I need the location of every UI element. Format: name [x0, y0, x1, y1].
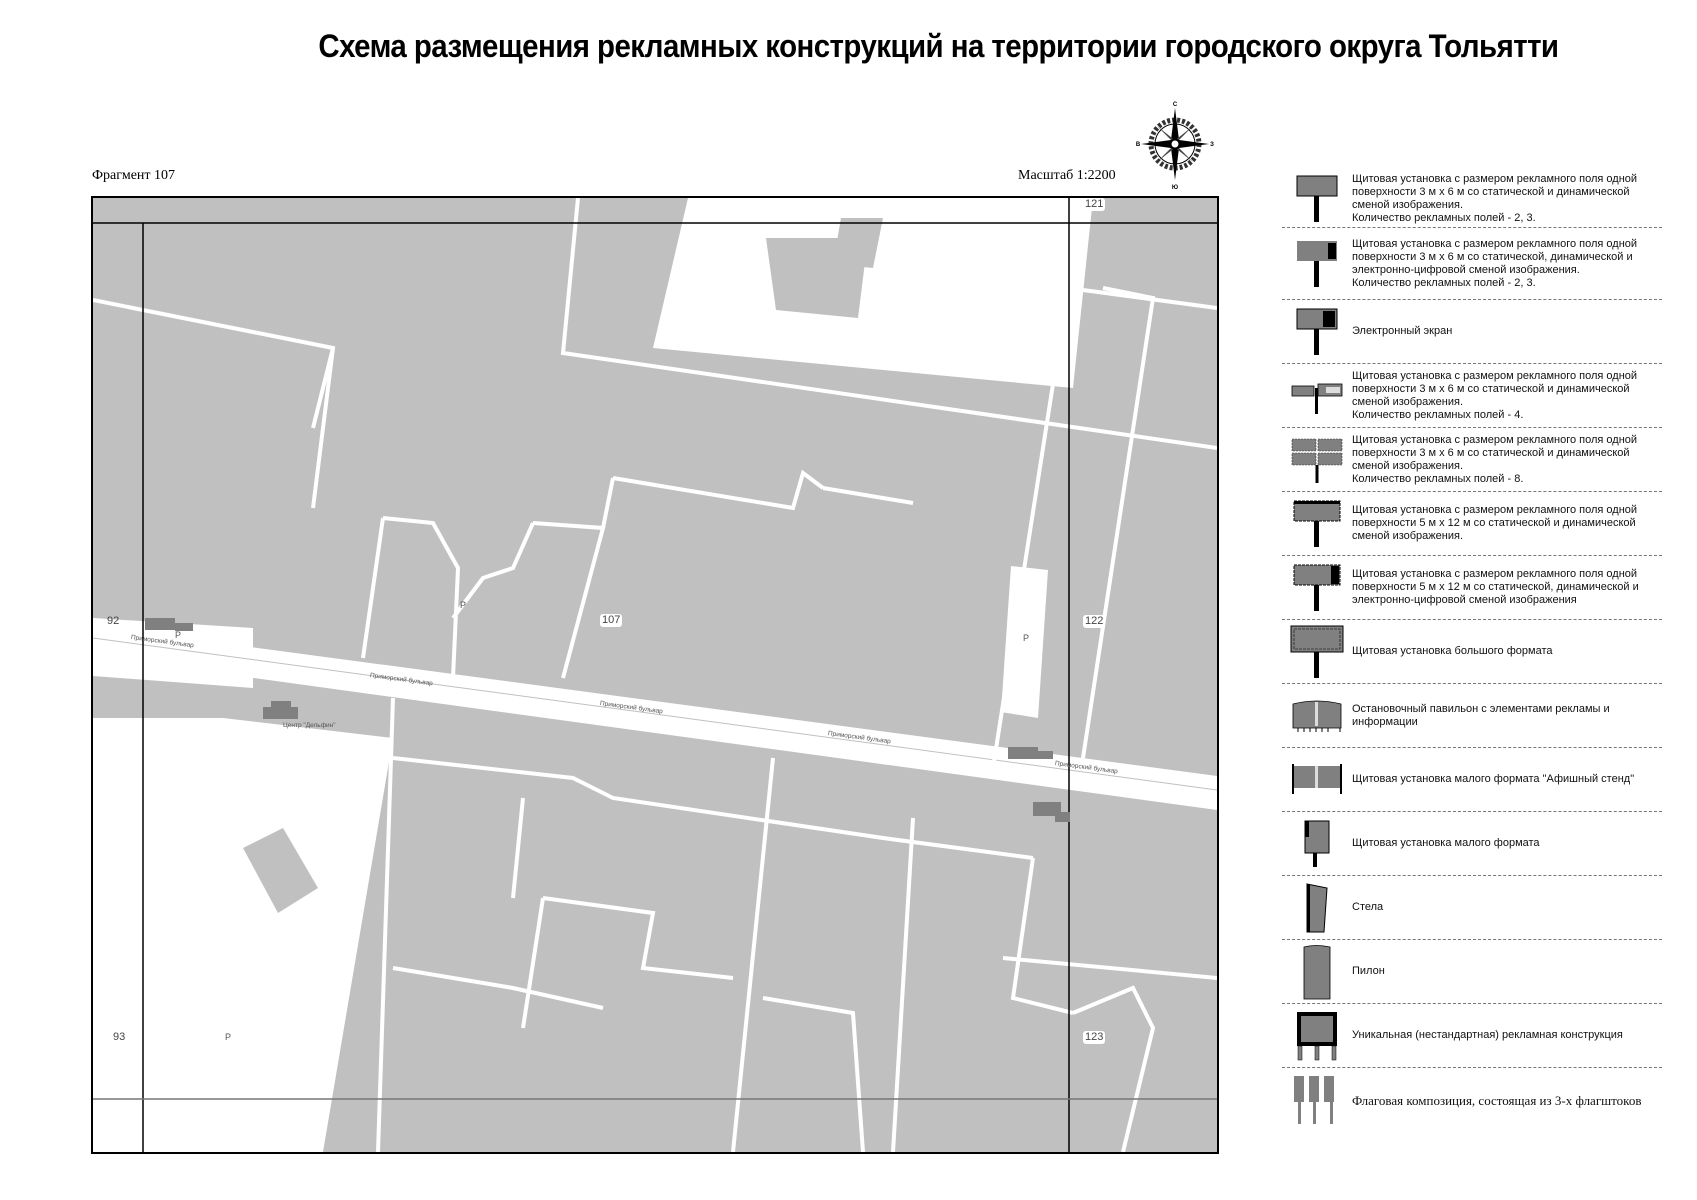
svg-text:Ю: Ю [1172, 185, 1178, 190]
legend-text: Щитовая установка с размером рекламного … [1352, 172, 1638, 224]
legend-item: Щитовая установка малого формата "Афишны… [1282, 748, 1662, 812]
legend-item: Остановочный павильон с элементами рекла… [1282, 684, 1662, 748]
stele-icon [1282, 882, 1352, 934]
pylon-icon [1282, 943, 1352, 1001]
legend-text: Пилон [1352, 965, 1385, 977]
parking-marker: P [225, 1032, 232, 1042]
secondary-roads [93, 198, 1217, 1152]
diamond-building [243, 828, 318, 913]
billboard-5x12-digital-icon [1282, 563, 1352, 613]
billboard-5x12-static-dynamic-icon [1282, 499, 1352, 549]
grid-cell-123[interactable]: 123 [1083, 1031, 1106, 1044]
page-title: Схема размещения рекламных конструкций н… [318, 28, 1559, 64]
legend-text: Щитовая установка с размером рекламного … [1352, 433, 1638, 485]
legend-item: Щитовая установка с размером рекламного … [1282, 170, 1662, 228]
grid-cell-93[interactable]: 93 [113, 1031, 126, 1043]
legend-text: Щитовая установка малого формата "Афишны… [1352, 773, 1635, 785]
billboard-3x6-4-fields-icon [1282, 376, 1352, 416]
legend-text: Остановочный павильон с элементами рекла… [1352, 702, 1610, 728]
billboard-3x6-8-fields-icon [1282, 435, 1352, 485]
map-structures [145, 618, 1070, 822]
billboard-3x6-digital-icon [1282, 239, 1352, 289]
legend-item: Щитовая установка с размером рекламного … [1282, 428, 1662, 492]
small-format-billboard-icon [1282, 819, 1352, 869]
poster-stand-icon [1282, 760, 1352, 800]
scale-label: Масштаб 1:2200 [1018, 168, 1116, 183]
map-canvas [93, 198, 1217, 1152]
large-format-billboard-icon [1282, 624, 1352, 680]
legend-item: Щитовая установка с размером рекламного … [1282, 228, 1662, 300]
legend-text: Щитовая установка с размером рекламного … [1352, 237, 1638, 289]
legend-item: Стела [1282, 876, 1662, 940]
map-area[interactable]: 121 92 107 122 93 123 Приморский бульвар… [91, 196, 1219, 1154]
grid-cell-107[interactable]: 107 [600, 614, 623, 627]
fragment-label: Фрагмент 107 [92, 168, 176, 183]
legend-item: Щитовая установка с размером рекламного … [1282, 364, 1662, 428]
legend-text: Щитовая установка большого формата [1352, 645, 1553, 657]
legend-text: Уникальная (нестандартная) рекламная кон… [1352, 1029, 1623, 1041]
structure-delfin [263, 707, 298, 719]
svg-text:В: В [1136, 142, 1141, 148]
legend-text: Щитовая установка малого формата [1352, 837, 1540, 849]
structure-bus-stop-east [1008, 747, 1038, 759]
parking-marker: P [460, 600, 467, 610]
main-road [93, 626, 1217, 810]
grid-cell-92[interactable]: 92 [107, 615, 120, 627]
bus-stop-pavilion-icon [1282, 696, 1352, 736]
legend: Щитовая установка с размером рекламного … [1282, 170, 1662, 1132]
open-area-southwest [143, 718, 393, 1152]
legend-item: Уникальная (нестандартная) рекламная кон… [1282, 1004, 1662, 1068]
legend-text: Электронный экран [1352, 325, 1453, 337]
parking-lot-right [1001, 566, 1048, 718]
svg-text:З: З [1210, 142, 1214, 148]
legend-text: Щитовая установка с размером рекламного … [1352, 369, 1638, 421]
white-building-top [653, 198, 1093, 388]
legend-item: Щитовая установка с размером рекламного … [1282, 556, 1662, 620]
legend-item: Щитовая установка большого формата [1282, 620, 1662, 684]
legend-text: Стела [1352, 901, 1384, 913]
legend-item: Пилон [1282, 940, 1662, 1004]
grid-cell-122[interactable]: 122 [1083, 615, 1106, 628]
building-label: Центр "Дельфин" [283, 722, 336, 729]
billboard-3x6-static-dynamic-icon [1282, 174, 1352, 224]
legend-item: Флаговая композиция, состоящая из 3-х фл… [1282, 1068, 1662, 1132]
legend-text: Щитовая установка с размером рекламного … [1352, 568, 1639, 606]
flag-composition-icon [1282, 1074, 1352, 1126]
parking-marker: P [175, 630, 182, 640]
grid-cell-121[interactable]: 121 [1083, 198, 1106, 211]
legend-text: Флаговая композиция, состоящая из 3-х фл… [1352, 1092, 1642, 1108]
structure-bus-stop-92 [145, 618, 175, 630]
legend-item: Электронный экран [1282, 300, 1662, 364]
legend-item: Щитовая установка с размером рекламного … [1282, 492, 1662, 556]
legend-text: Щитовая установка с размером рекламного … [1352, 504, 1638, 542]
unique-structure-icon [1282, 1010, 1352, 1062]
parking-marker: P [1023, 633, 1030, 643]
structure-bus-stop-east-2 [1033, 802, 1061, 816]
legend-item: Щитовая установка малого формата [1282, 812, 1662, 876]
electronic-screen-icon [1282, 307, 1352, 357]
svg-text:С: С [1173, 102, 1178, 108]
compass-rose-icon: С Ю В З [1135, 100, 1215, 191]
